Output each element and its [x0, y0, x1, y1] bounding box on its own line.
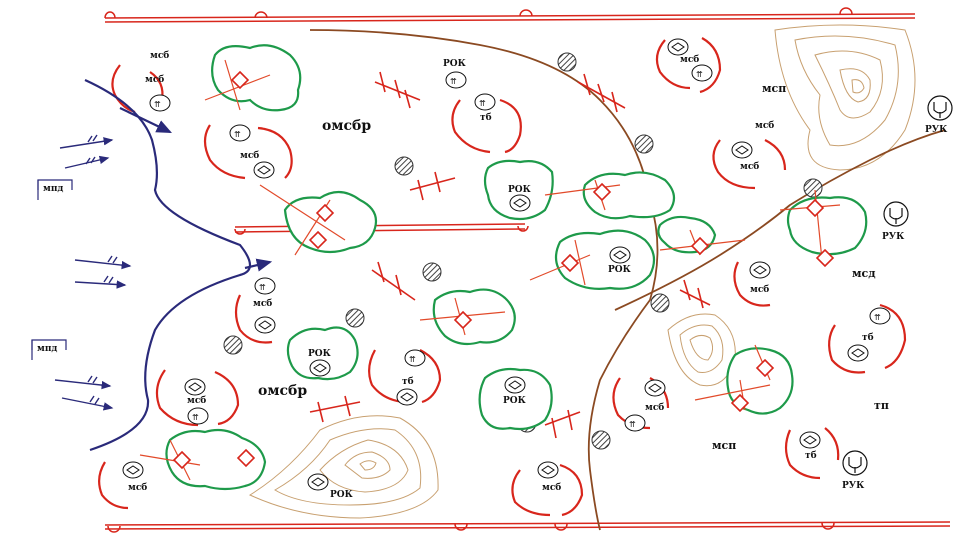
svg-text:⇈: ⇈ [874, 313, 881, 322]
label-msb-9: мсб [128, 482, 147, 493]
label-msb-5: мсб [750, 284, 769, 295]
svg-text:⇈: ⇈ [409, 355, 416, 364]
label-msb-12: мсб [755, 120, 774, 131]
svg-text:⇈: ⇈ [479, 99, 486, 108]
ruk-symbols [842, 95, 953, 476]
label-msb-10: мсб [542, 482, 561, 493]
label-rok-6: РОК [330, 490, 354, 500]
svg-text:⇈: ⇈ [629, 420, 636, 429]
label-ruk-1: РУК [925, 125, 948, 135]
label-tp: тп [874, 399, 889, 412]
advance-arrows [54, 134, 132, 411]
fire-lines [139, 59, 841, 481]
label-ruk-3: РУК [842, 481, 865, 491]
mpd-flags [31, 179, 73, 360]
label-rok-2: РОК [508, 185, 532, 195]
label-msb-1: мсб [145, 74, 164, 85]
label-tb-3: тб [862, 332, 874, 343]
boundary-lines [104, 7, 951, 533]
label-mpd-2: мпд [37, 344, 57, 354]
label-msb-2: мсб [240, 150, 259, 161]
label-rok-3: РОК [608, 265, 632, 275]
friendly-areas [165, 44, 868, 491]
svg-text:⇈: ⇈ [192, 413, 199, 422]
svg-text:⇈: ⇈ [696, 70, 703, 79]
label-msb-4: мсб [740, 161, 759, 172]
label-msd: мсд [852, 267, 876, 280]
label-msb-11: мсб [150, 50, 169, 61]
label-tb-4: тб [805, 450, 817, 461]
unit-symbols: ⇈ ⇈ ⇈ ⇈ ⇈ ⇈ ⇈ ⇈ ⇈ ⇈ [122, 38, 891, 491]
attack-axes [84, 78, 273, 452]
label-rok-5: РОК [503, 396, 527, 406]
label-mpd-1: мпд [43, 184, 63, 194]
obstacle-marks [309, 71, 711, 439]
svg-text:⇈: ⇈ [154, 100, 161, 109]
target-diamonds [172, 70, 835, 470]
label-msb-3: мсб [680, 54, 699, 65]
label-msb-8: мсб [645, 402, 664, 413]
svg-text:⇈: ⇈ [259, 283, 266, 292]
label-ruk-2: РУК [882, 232, 905, 242]
label-tb-2: тб [402, 376, 414, 387]
label-omsbr-top: омсбр [322, 118, 371, 134]
label-tb-1: тб [480, 112, 492, 123]
label-omsbr-bottom: омсбр [258, 383, 307, 399]
label-msb-6: мсб [253, 298, 272, 309]
label-msp-bottom: мсп [712, 439, 736, 452]
label-msb-7: мсб [187, 395, 206, 406]
label-rok-4: РОК [308, 349, 332, 359]
label-msp-top: мсп [762, 82, 786, 95]
svg-text:⇈: ⇈ [234, 130, 241, 139]
svg-text:⇈: ⇈ [450, 77, 457, 86]
label-rok-1: РОК [443, 59, 467, 69]
